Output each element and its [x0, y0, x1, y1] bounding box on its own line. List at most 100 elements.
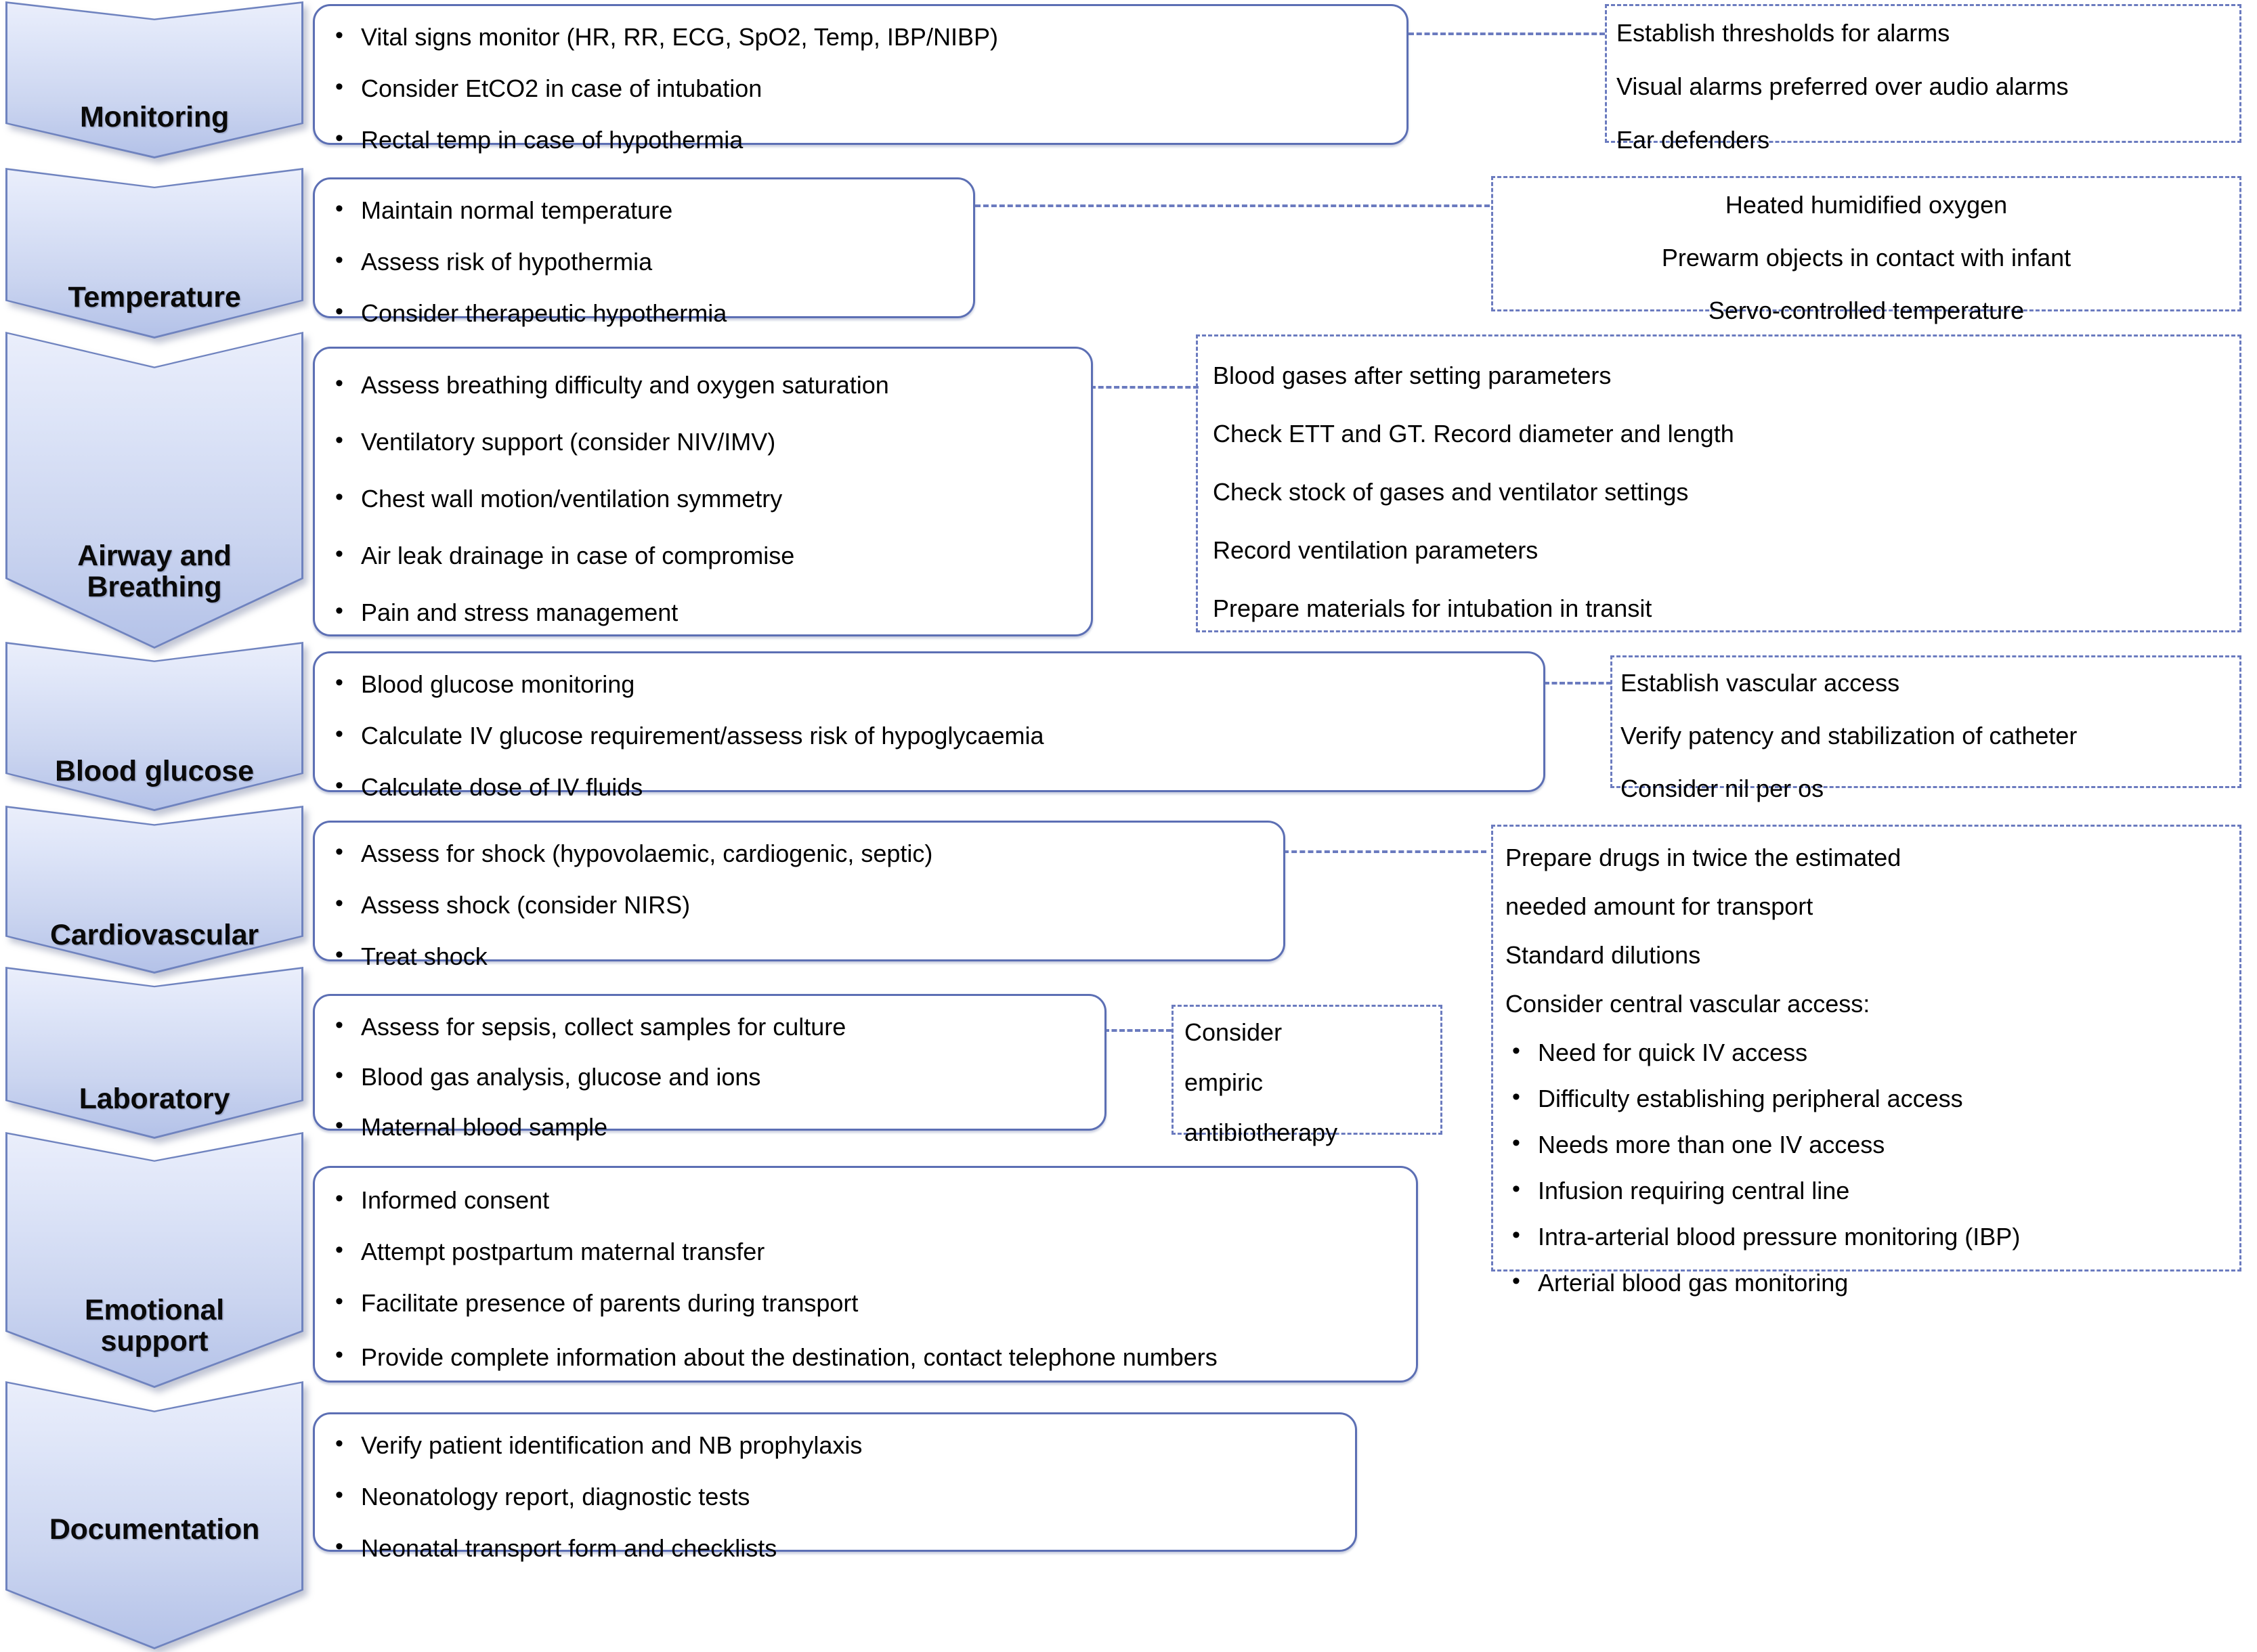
stage-label-line2: Breathing — [87, 571, 222, 603]
bullet-list: Blood glucose monitoring Calculate IV gl… — [315, 653, 1543, 800]
bullet-list: Verify patient identification and NB pro… — [315, 1414, 1355, 1561]
list-item: Neonatology report, diagnostic tests — [330, 1483, 1341, 1509]
content-box-cardiovascular: Assess for shock (hypovolaemic, cardioge… — [313, 821, 1285, 969]
note-line: needed amount for transport — [1505, 892, 1813, 920]
list-item: Chest wall motion/ventilation symmetry — [330, 485, 1077, 511]
content-box-emotional-support: Informed consent Attempt postpartum mate… — [313, 1166, 1418, 1383]
note-line: Establish thresholds for alarms — [1616, 19, 1950, 47]
note-line: Visual alarms preferred over audio alarm… — [1616, 72, 2069, 100]
content-box-blood-glucose: Blood glucose monitoring Calculate IV gl… — [313, 651, 1545, 800]
note-bullet: Needs more than one IV access — [1505, 1131, 2231, 1157]
content-box-laboratory: Assess for sepsis, collect samples for c… — [313, 994, 1106, 1139]
stage-chevron-blood-glucose[interactable]: Blood glucose — [5, 642, 303, 811]
bullet-list: Vital signs monitor (HR, RR, ECG, SpO2, … — [315, 6, 1406, 152]
chevron-fill — [7, 969, 301, 1137]
note-box-temperature: Heated humidified oxygen Prewarm objects… — [1491, 176, 2241, 323]
note-line: Standard dilutions — [1505, 941, 1701, 969]
stage-chevron-laboratory[interactable]: Laboratory — [5, 967, 303, 1139]
stage-label-line1: Emotional — [84, 1294, 225, 1326]
chevron-fill — [7, 170, 301, 336]
list-item: Pain and stress management — [330, 599, 1077, 625]
note-bullet: Infusion requiring central line — [1505, 1177, 2231, 1203]
list-item: Maternal blood sample — [330, 1114, 1091, 1139]
note-line: Consider nil per os — [1620, 775, 1824, 802]
note-line: Establish vascular access — [1620, 669, 1900, 697]
note-line: Record ventilation parameters — [1213, 536, 1539, 564]
note-line: Blood gases after setting parameters — [1213, 362, 1612, 389]
note-box-cardiovascular: Prepare drugs in twice the estimated nee… — [1491, 825, 2241, 1295]
stage-chevron-airway-and-breathing[interactable]: Airway and Breathing — [5, 332, 303, 649]
list-item: Calculate IV glucose requirement/assess … — [330, 722, 1530, 748]
connector-temperature — [975, 204, 1490, 207]
stage-chevron-documentation[interactable]: Documentation — [5, 1381, 303, 1649]
chevron-fill — [7, 3, 301, 156]
stage-chevron-temperature[interactable]: Temperature — [5, 168, 303, 339]
list-item: Consider therapeutic hypothermia — [330, 300, 960, 326]
list-item: Maintain normal temperature — [330, 197, 960, 223]
content-box-airway-and-breathing: Assess breathing difficulty and oxygen s… — [313, 347, 1093, 636]
note-box-monitoring: Establish thresholds for alarms Visual a… — [1605, 4, 2241, 152]
note-line: Heated humidified oxygen — [1725, 191, 2008, 219]
stage-label-line2: support — [100, 1325, 209, 1357]
note-bullet: Arterial blood gas monitoring — [1505, 1269, 2231, 1295]
list-item: Air leak drainage in case of compromise — [330, 542, 1077, 568]
stage-chevron-emotional-support[interactable]: Emotional support — [5, 1132, 303, 1388]
list-item: Rectal temp in case of hypothermia — [330, 127, 1393, 152]
list-item: Ventilatory support (consider NIV/IMV) — [330, 429, 1077, 454]
content-box-monitoring: Vital signs monitor (HR, RR, ECG, SpO2, … — [313, 4, 1409, 152]
note-bullet: Intra-arterial blood pressure monitoring… — [1505, 1223, 2231, 1249]
chevron-fill — [7, 1383, 301, 1647]
chevron-fill — [7, 808, 301, 972]
note-line: Servo-controlled temperature — [1708, 297, 2025, 324]
stage-label-line1: Airway and — [77, 540, 232, 572]
bullet-list: Assess breathing difficulty and oxygen s… — [315, 349, 1091, 625]
list-item: Assess for sepsis, collect samples for c… — [330, 1014, 1091, 1039]
bullet-list: Maintain normal temperature Assess risk … — [315, 179, 973, 326]
stage-label-monitoring: Monitoring — [79, 101, 230, 133]
list-item: Verify patient identification and NB pro… — [330, 1432, 1341, 1458]
connector-cardiovascular — [1283, 850, 1486, 853]
list-item: Treat shock — [330, 943, 1270, 969]
list-item: Facilitate presence of parents during tr… — [330, 1290, 1369, 1316]
note-box-laboratory: Consider empiric antibiotherapy — [1172, 1005, 1442, 1145]
note-bullet: Need for quick IV access — [1505, 1039, 2231, 1065]
note-line: Prewarm objects in contact with infant — [1661, 244, 2071, 271]
content-box-documentation: Verify patient identification and NB pro… — [313, 1412, 1357, 1561]
bullet-list: Assess for sepsis, collect samples for c… — [315, 996, 1104, 1139]
list-item: Attempt postpartum maternal transfer — [330, 1238, 1369, 1264]
note-box-airway: Blood gases after setting parameters Che… — [1196, 334, 2241, 632]
list-item: Consider EtCO2 in case of intubation — [330, 75, 1393, 101]
stage-label-cardiovascular: Cardiovascular — [50, 919, 259, 951]
list-item: Assess for shock (hypovolaemic, cardioge… — [330, 840, 1270, 866]
stage-label-blood-glucose: Blood glucose — [55, 755, 254, 787]
note-line: Check stock of gases and ventilator sett… — [1213, 478, 1689, 506]
list-item: Provide complete information about the d… — [330, 1341, 1369, 1372]
stage-label-emotional-support: Emotional support — [5, 1295, 303, 1357]
connector-monitoring — [1409, 32, 1605, 35]
note-bullet: Difficulty establishing peripheral acces… — [1505, 1085, 2231, 1111]
note-line: Check ETT and GT. Record diameter and le… — [1213, 420, 1734, 448]
connector-airway — [1090, 386, 1199, 389]
bullet-list: Informed consent Attempt postpartum mate… — [315, 1168, 1416, 1372]
stage-label-airway-and-breathing: Airway and Breathing — [5, 540, 303, 603]
stage-label-temperature: Temperature — [68, 281, 241, 313]
stage-chevron-cardiovascular[interactable]: Cardiovascular — [5, 806, 303, 974]
note-line: Prepare drugs in twice the estimated — [1505, 844, 1901, 871]
chevron-fill — [7, 1134, 301, 1386]
list-item: Blood gas analysis, glucose and ions — [330, 1064, 1091, 1089]
chevron-fill — [7, 644, 301, 809]
list-item: Assess risk of hypothermia — [330, 248, 960, 274]
bullet-list: Assess for shock (hypovolaemic, cardioge… — [315, 823, 1283, 969]
stage-label-documentation: Documentation — [49, 1513, 260, 1546]
stage-label-laboratory: Laboratory — [79, 1083, 230, 1115]
note-line: Consider central vascular access: — [1505, 990, 1870, 1018]
list-item: Vital signs monitor (HR, RR, ECG, SpO2, … — [330, 24, 1393, 49]
list-item: Calculate dose of IV fluids — [330, 774, 1530, 800]
content-box-temperature: Maintain normal temperature Assess risk … — [313, 177, 975, 326]
note-line: empiric — [1184, 1068, 1264, 1096]
note-line: Ear defenders — [1616, 126, 1770, 154]
chevron-fill — [7, 334, 301, 647]
stage-chevron-monitoring[interactable]: Monitoring — [5, 1, 303, 158]
note-line: Consider — [1184, 1018, 1283, 1046]
